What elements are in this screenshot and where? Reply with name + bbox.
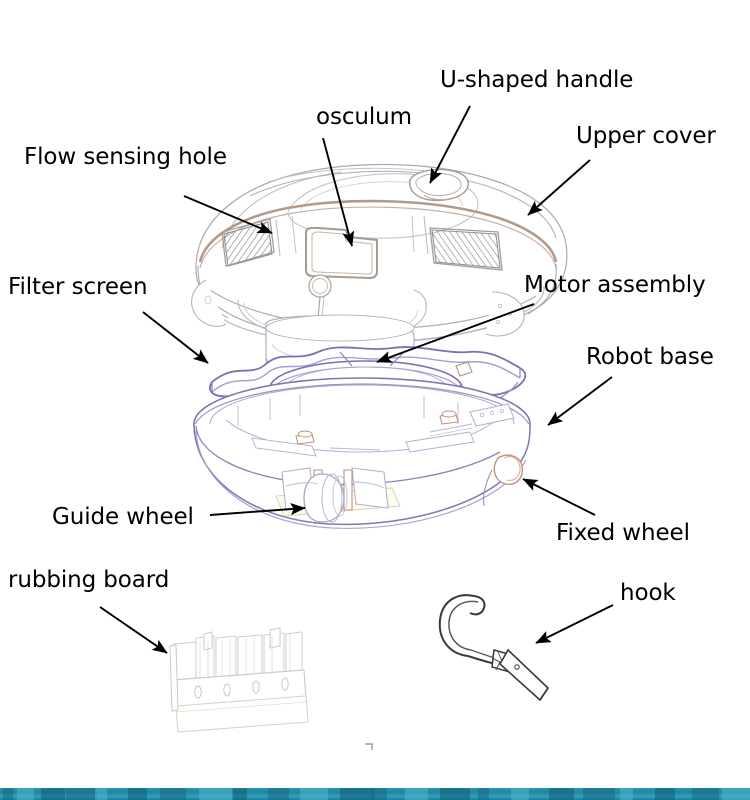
water-mottle xyxy=(549,788,574,800)
label-motor-assembly: Motor assembly xyxy=(524,272,706,298)
water-mottle xyxy=(655,788,675,800)
label-hook: hook xyxy=(620,580,676,606)
hook-part xyxy=(438,594,550,702)
flow-sensing-hole-right xyxy=(429,227,503,271)
guide-wheel-part xyxy=(275,467,401,523)
label-fixed-wheel: Fixed wheel xyxy=(556,520,690,546)
base-screw-post-left xyxy=(295,430,315,445)
water-mottle xyxy=(66,788,97,800)
water-mottle xyxy=(233,788,247,800)
water-mottle xyxy=(268,788,289,800)
label-upper-cover: Upper cover xyxy=(576,123,716,149)
water-edge-band xyxy=(0,788,750,800)
base-screw-post-right xyxy=(439,410,459,425)
rubbing-board-part xyxy=(169,627,309,733)
osculum-opening xyxy=(305,226,378,280)
water-mottle xyxy=(199,788,232,800)
fixed-wheel-part xyxy=(482,454,523,507)
leader-arrow-filter-screen xyxy=(142,311,209,364)
leader-arrow-fixed-wheel xyxy=(522,478,596,516)
water-mottle xyxy=(300,788,328,800)
water-mottle xyxy=(440,788,470,800)
leader-arrow-hook xyxy=(535,604,614,644)
leader-arrows xyxy=(99,105,614,654)
leader-arrow-upper-cover xyxy=(527,159,591,216)
leader-arrow-robot-base xyxy=(547,376,613,426)
water-mottle xyxy=(17,788,34,800)
water-mottle xyxy=(583,788,615,800)
leader-arrow-flow-sensing-hole xyxy=(183,195,273,234)
water-mottle xyxy=(3,788,13,800)
label-osculum: osculum xyxy=(316,104,412,130)
water-mottle xyxy=(405,788,428,800)
water-mottle xyxy=(722,788,750,800)
leader-arrow-osculum xyxy=(322,137,355,247)
leader-arrow-motor-assembly xyxy=(376,303,535,363)
water-mottle xyxy=(511,788,529,800)
water-mottle xyxy=(692,788,719,800)
leader-arrow-rubbing-board xyxy=(99,606,168,654)
water-mottle xyxy=(160,788,186,800)
label-guide-wheel: Guide wheel xyxy=(52,504,194,530)
water-mottle xyxy=(128,788,147,800)
label-u-shaped-handle: U-shaped handle xyxy=(440,67,634,93)
water-mottle xyxy=(340,788,375,800)
water-mottle xyxy=(95,788,107,800)
water-mottle xyxy=(41,788,65,800)
label-rubbing-board: rubbing board xyxy=(8,567,170,593)
label-flow-sensing-hole: Flow sensing hole xyxy=(24,144,227,170)
leader-arrow-guide-wheel xyxy=(209,502,306,516)
label-filter-screen: Filter screen xyxy=(8,274,148,300)
water-mottle xyxy=(371,788,387,800)
u-shaped-handle-detail xyxy=(409,168,469,202)
label-robot-base: Robot base xyxy=(586,344,714,370)
water-mottle xyxy=(478,788,489,800)
upper-cover-part xyxy=(191,163,568,351)
water-mottle xyxy=(620,788,633,800)
leader-arrow-u-shaped-handle xyxy=(429,105,471,184)
